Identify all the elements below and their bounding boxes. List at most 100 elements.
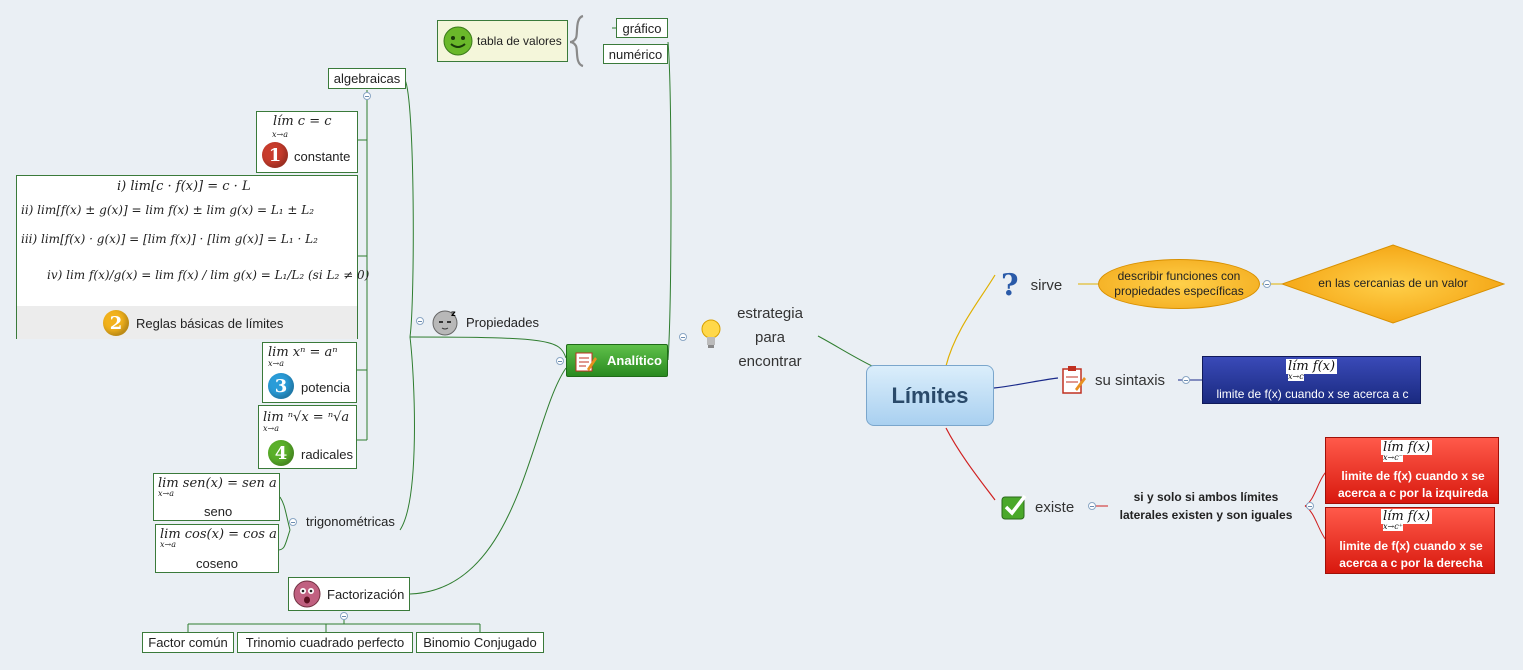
potencia-sub: x→a (268, 359, 284, 368)
sirve-node[interactable]: ? sirve (1001, 267, 1076, 303)
derecha-formula: lím f(x) (1381, 509, 1433, 524)
strategy-line-3: encontrar (738, 353, 802, 370)
collapse-sintaxis[interactable] (1182, 376, 1190, 384)
seno-node[interactable]: lim sen(x) = sen a x→a seno (153, 473, 280, 521)
izquierda-text-2: acerca a c por la izquireda (1337, 486, 1489, 500)
seno-sub: x→a (158, 489, 174, 498)
sintaxis-node[interactable]: su sintaxis (1060, 364, 1180, 396)
sirve-label: sirve (1030, 276, 1063, 294)
constante-node[interactable]: lím c = c x→a 1 constante (256, 111, 358, 173)
collapse-analitico[interactable] (556, 357, 564, 365)
constante-formula: lím c = c (273, 114, 332, 129)
factor-comun-label: Factor común (148, 635, 228, 650)
collapse-strategy[interactable] (679, 333, 687, 341)
potencia-node[interactable]: lim xⁿ = aⁿ x→a 3 potencia (262, 342, 357, 403)
derecha-sub: x→c⁺ (1383, 522, 1403, 531)
existe-label: existe (1035, 498, 1075, 516)
coseno-label: coseno (196, 556, 238, 571)
coseno-formula: lim cos(x) = cos a (160, 527, 277, 542)
grafico-label: gráfico (622, 20, 662, 36)
sintaxis-sub: x→c (1288, 372, 1304, 381)
collapse-algebraicas[interactable] (363, 92, 371, 100)
grafico-item[interactable]: gráfico (616, 18, 668, 38)
collapse-existe[interactable] (1088, 502, 1096, 510)
propiedades-node[interactable]: z Propiedades (432, 308, 552, 336)
trinomio-label: Trinomio cuadrado perfecto (245, 635, 405, 650)
tabla-label: tabla de valores (477, 34, 562, 48)
brace-icon (569, 14, 584, 68)
collapse-condition[interactable] (1306, 502, 1314, 510)
seno-label: seno (204, 504, 233, 519)
binomio-label: Binomio Conjugado (423, 635, 537, 650)
strategy-node[interactable]: estrategia para encontrar (700, 302, 840, 372)
strategy-line-2: para (754, 329, 786, 346)
analitico-node[interactable]: Analítico (566, 344, 668, 377)
number-3-icon: 3 (268, 373, 294, 399)
radicales-sub: x→a (263, 424, 279, 433)
izquierda-formula: lím f(x) (1381, 440, 1433, 455)
radicales-node[interactable]: lim ⁿ√x = ⁿ√a x→a 4 radicales (258, 405, 357, 469)
checkmark-icon (1001, 493, 1027, 521)
trinomio-item[interactable]: Trinomio cuadrado perfecto (237, 632, 413, 653)
surprised-face-icon (293, 580, 321, 608)
describir-label: describir funciones con propiedades espe… (1114, 269, 1244, 298)
describir-node[interactable]: describir funciones con propiedades espe… (1098, 259, 1260, 309)
limite-derecha-box[interactable]: lím f(x) x→c⁺ limite de f(x) cuando x se… (1325, 507, 1495, 574)
existe-node[interactable]: existe (1001, 491, 1091, 523)
cercanias-node[interactable]: en las cercanias de un valor (1280, 244, 1506, 324)
radicales-label: radicales (301, 447, 354, 462)
central-title: Límites (891, 382, 969, 408)
propiedades-label: Propiedades (466, 314, 539, 330)
factorizacion-label: Factorización (327, 586, 405, 602)
condition-line-1: si y solo si ambos límites (1133, 490, 1279, 504)
regla-ii: ii) lim[f(x) ± g(x)] = lim f(x) ± lim g(… (21, 203, 315, 217)
smiley-icon (443, 26, 473, 56)
sintaxis-box[interactable]: lím f(x) x→c limite de f(x) cuando x se … (1202, 356, 1421, 404)
collapse-describir[interactable] (1263, 280, 1271, 288)
constante-formula-sub: x→a (272, 130, 288, 139)
clipboard-icon (1060, 365, 1086, 395)
number-4-icon: 4 (268, 440, 294, 466)
lightbulb-icon (700, 318, 722, 350)
numerico-item[interactable]: numérico (603, 44, 668, 64)
notepad-icon (573, 349, 597, 373)
algebraicas-label: algebraicas (333, 71, 401, 86)
strategy-line-1: estrategia (737, 305, 803, 322)
derecha-text-2: acerca a c por la derecha (1339, 556, 1483, 570)
reglas-node[interactable]: i) lim[c · f(x)] = c · L ii) lim[f(x) ± … (16, 175, 369, 339)
central-topic[interactable]: Límites (866, 365, 994, 426)
cercanias-label: en las cercanias de un valor (1318, 276, 1468, 290)
numerico-label: numérico (608, 46, 663, 62)
izquierda-text-1: limite de f(x) cuando x se (1341, 469, 1485, 483)
collapse-factorizacion[interactable] (340, 612, 348, 620)
limite-izquierda-box[interactable]: lím f(x) x→c⁻ limite de f(x) cuando x se… (1325, 437, 1499, 504)
sintaxis-formula: lím f(x) (1286, 359, 1338, 374)
algebraicas-node[interactable]: algebraicas (328, 68, 406, 89)
number-1-icon: 1 (262, 142, 288, 168)
seno-formula: lim sen(x) = sen a (158, 476, 277, 491)
factor-comun-item[interactable]: Factor común (142, 632, 234, 653)
regla-iii: iii) lim[f(x) · g(x)] = [lim f(x)] · [li… (21, 232, 318, 246)
izquierda-sub: x→c⁻ (1383, 453, 1403, 462)
coseno-node[interactable]: lim cos(x) = cos a x→a coseno (155, 524, 279, 573)
existe-condition[interactable]: si y solo si ambos límites laterales exi… (1106, 488, 1306, 524)
collapse-trigonometricas[interactable] (289, 518, 297, 526)
potencia-formula: lim xⁿ = aⁿ (268, 345, 338, 360)
potencia-label: potencia (301, 380, 351, 395)
analitico-label: Analítico (607, 353, 662, 368)
derecha-text-1: limite de f(x) cuando x se (1339, 539, 1483, 553)
reglas-label: Reglas básicas de límites (136, 316, 284, 331)
condition-line-2: laterales existen y son iguales (1119, 508, 1293, 522)
binomio-item[interactable]: Binomio Conjugado (416, 632, 544, 653)
collapse-propiedades[interactable] (416, 317, 424, 325)
regla-i: i) lim[c · f(x)] = c · L (117, 179, 251, 194)
tabla-node[interactable]: tabla de valores (437, 20, 568, 62)
trigonometricas-label[interactable]: trigonométricas (306, 514, 395, 529)
coseno-sub: x→a (160, 540, 176, 549)
factorizacion-node[interactable]: Factorización (288, 577, 410, 611)
radicales-formula: lim ⁿ√x = ⁿ√a (263, 410, 350, 425)
sintaxis-label: su sintaxis (1095, 371, 1166, 389)
sintaxis-text: limite de f(x) cuando x se acerca a c (1216, 387, 1409, 401)
question-mark-icon: ? (1001, 267, 1019, 303)
